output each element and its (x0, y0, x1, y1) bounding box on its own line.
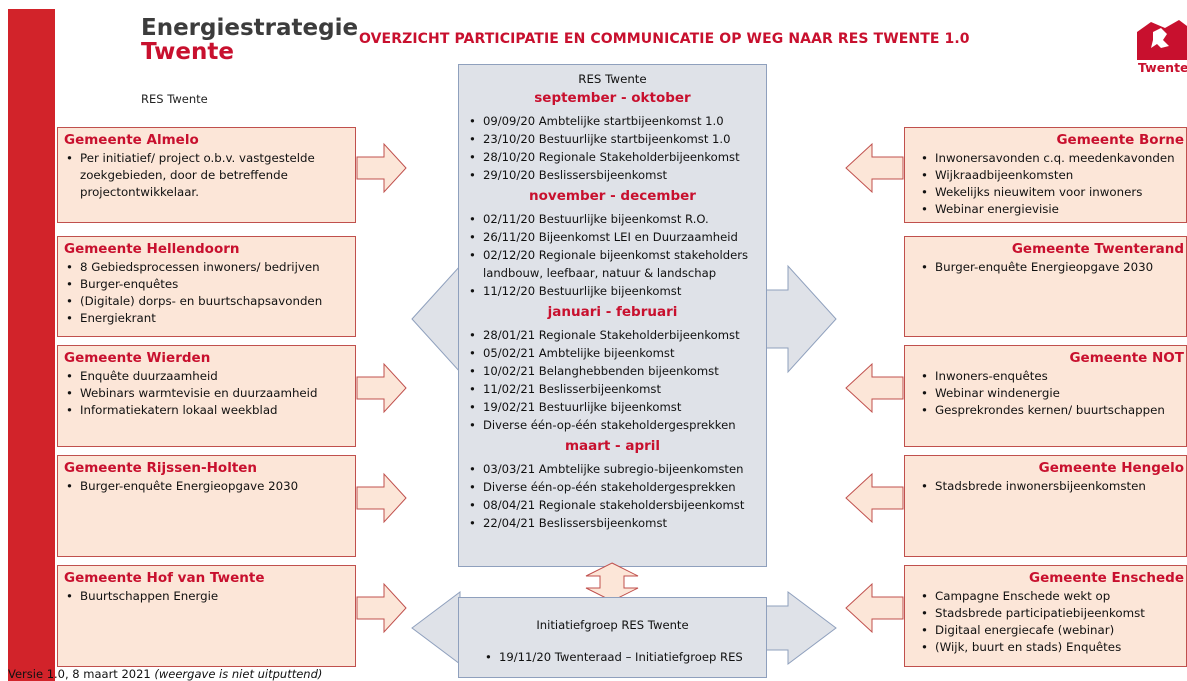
timeline-item: 02/11/20 Bestuurlijke bijeenkomst R.O. (469, 210, 766, 228)
double-arrow-vertical-icon (585, 562, 639, 602)
timeline-item: Diverse één-op-één stakeholdergesprekken (469, 478, 766, 496)
timeline-item: 28/01/21 Regionale Stakeholderbijeenkoms… (469, 326, 766, 344)
timeline-item: 28/10/20 Regionale Stakeholderbijeenkoms… (469, 148, 766, 166)
gemeente-hengelo-box: Gemeente Hengelo Stadsbrede inwonersbije… (904, 455, 1187, 557)
list-item: Webinar windenergie (921, 385, 1186, 402)
timeline-item: 11/12/20 Bestuurlijke bijeenkomst (469, 282, 766, 300)
brand-title-line2: Twente (141, 39, 234, 65)
list-item: Stadsbrede inwonersbijeenkomsten (921, 478, 1186, 495)
timeline-item: 23/10/20 Bestuurlijke startbijeenkomst 1… (469, 130, 766, 148)
arrow-right-icon (356, 362, 407, 414)
list-item: (Wijk, buurt en stads) Enquêtes (921, 639, 1186, 656)
initiatief-caption: Initiatiefgroep RES Twente (536, 618, 689, 632)
list-item: Energiekrant (66, 310, 355, 327)
list-item: Per initiatief/ project o.b.v. vastgeste… (66, 150, 355, 201)
gemeente-wierden-box: Gemeente Wierden Enquête duurzaamheid We… (57, 345, 356, 447)
twente-coat-of-arms-icon (1137, 20, 1187, 60)
list-item: Burger-enquêtes (66, 276, 355, 293)
box-title: Gemeente Hellendoorn (64, 241, 240, 257)
timeline-item: 19/02/21 Bestuurlijke bijeenkomst (469, 398, 766, 416)
footer-note: (weergave is niet uitputtend) (154, 667, 323, 681)
timeline-item: 02/12/20 Regionale bijeenkomst stakehold… (469, 246, 766, 282)
gemeente-rijssen-holten-box: Gemeente Rijssen-Holten Burger-enquête E… (57, 455, 356, 557)
initiatiefgroep-box: Initiatiefgroep RES Twente 19/11/20 Twen… (458, 597, 767, 678)
list-item: Webinars warmtevisie en duurzaamheid (66, 385, 355, 402)
box-title: Gemeente Almelo (64, 132, 199, 148)
box-title: Gemeente Rijssen-Holten (64, 460, 258, 476)
gemeente-enschede-box: Gemeente Enschede Campagne Enschede wekt… (904, 565, 1187, 667)
footer-version: Versie 1.0, 8 maart 2021 (weergave is ni… (8, 667, 322, 681)
timeline-item: 22/04/21 Beslissersbijeenkomst (469, 514, 766, 532)
arrow-left-icon (845, 362, 904, 414)
timeline-item: 11/02/21 Beslisserbijeenkomst (469, 380, 766, 398)
box-title: Gemeente Hengelo (1038, 460, 1184, 476)
list-item: (Digitale) dorps- en buurtschapsavonden (66, 293, 355, 310)
timeline-item: 29/10/20 Beslissersbijeenkomst (469, 166, 766, 184)
list-item: Burger-enquête Energieopgave 2030 (921, 259, 1186, 276)
list-item: Stadsbrede participatiebijeenkomst (921, 605, 1186, 622)
list-item: Campagne Enschede wekt op (921, 588, 1186, 605)
timeline-item: 08/04/21 Regionale stakeholdersbijeenkom… (469, 496, 766, 514)
box-title: Gemeente NOT (1069, 350, 1184, 366)
arrow-right-icon (356, 472, 407, 524)
period-title: maart - april (564, 438, 661, 454)
list-item: Burger-enquête Energieopgave 2030 (66, 478, 355, 495)
brand-subtitle: RES Twente (141, 92, 208, 106)
gemeente-not-box: Gemeente NOT Inwoners-enquêtes Webinar w… (904, 345, 1187, 447)
period-title: september - oktober (534, 90, 691, 106)
list-item: Webinar energievisie (921, 201, 1186, 218)
brand-title: Energiestrategie Twente (141, 16, 358, 64)
list-item: Wijkraadbijeenkomsten (921, 167, 1186, 184)
footer-version-text: Versie 1.0, 8 maart 2021 (8, 667, 155, 681)
left-accent-bar (8, 9, 55, 681)
list-item: Digitaal energiecafe (webinar) (921, 622, 1186, 639)
box-title: Gemeente Twenterand (1011, 241, 1184, 257)
timeline-item: 05/02/21 Ambtelijke bijeenkomst (469, 344, 766, 362)
box-title: Gemeente Borne (1056, 132, 1184, 148)
logo-text: Twente (1138, 60, 1187, 75)
gemeente-almelo-box: Gemeente Almelo Per initiatief/ project … (57, 127, 356, 223)
box-title: Gemeente Wierden (64, 350, 211, 366)
period-title: november - december (529, 188, 696, 204)
timeline-item: 26/11/20 Bijeenkomst LEI en Duurzaamheid (469, 228, 766, 246)
timeline-item: Diverse één-op-één stakeholdergesprekken (469, 416, 766, 434)
list-item: Gesprekrondes kernen/ buurtschappen (921, 402, 1186, 419)
timeline-item: 09/09/20 Ambtelijke startbijeenkomst 1.0 (469, 112, 766, 130)
period-title: januari - februari (547, 304, 678, 320)
arrow-left-icon (845, 142, 904, 194)
gemeente-twenterand-box: Gemeente Twenterand Burger-enquête Energ… (904, 236, 1187, 337)
brand-title-line1: Energiestrategie (141, 15, 359, 41)
timeline-item: 10/02/21 Belanghebbenden bijeenkomst (469, 362, 766, 380)
list-item: Enquête duurzaamheid (66, 368, 355, 385)
list-item: 8 Gebiedsprocessen inwoners/ bedrijven (66, 259, 355, 276)
gemeente-borne-box: Gemeente Borne Inwonersavonden c.q. meed… (904, 127, 1187, 223)
list-item: Inwoners-enquêtes (921, 368, 1186, 385)
central-caption: RES Twente (578, 72, 647, 86)
timeline-item: 03/03/21 Ambtelijke subregio-bijeenkomst… (469, 460, 766, 478)
arrow-right-icon (356, 582, 407, 634)
arrow-right-icon (356, 142, 407, 194)
list-item: Inwonersavonden c.q. meedenkavonden (921, 150, 1186, 167)
page-headline: OVERZICHT PARTICIPATIE EN COMMUNICATIE O… (359, 31, 970, 47)
box-title: Gemeente Enschede (1029, 570, 1184, 586)
res-twente-timeline: RES Twente september - oktober 09/09/20 … (458, 64, 767, 567)
box-title: Gemeente Hof van Twente (64, 570, 265, 586)
list-item: 19/11/20 Twenteraad – Initiatiefgroep RE… (485, 650, 766, 664)
gemeente-hof-van-twente-box: Gemeente Hof van Twente Buurtschappen En… (57, 565, 356, 667)
gemeente-hellendoorn-box: Gemeente Hellendoorn 8 Gebiedsprocessen … (57, 236, 356, 337)
list-item: Informatiekatern lokaal weekblad (66, 402, 355, 419)
arrow-left-icon (845, 582, 904, 634)
list-item: Wekelijks nieuwitem voor inwoners (921, 184, 1186, 201)
arrow-left-icon (845, 472, 904, 524)
list-item: Buurtschappen Energie (66, 588, 355, 605)
